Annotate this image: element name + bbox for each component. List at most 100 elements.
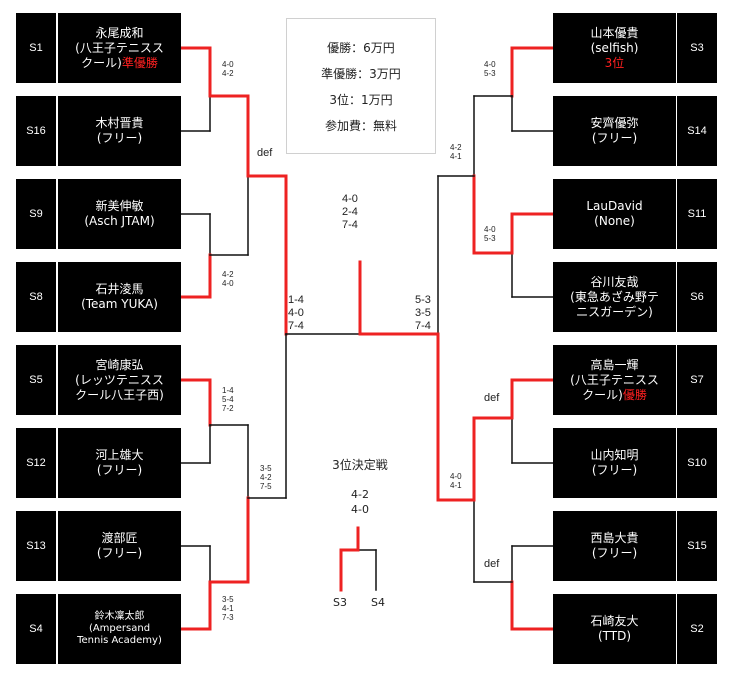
score-line: 3-5 [260, 464, 272, 473]
player-team: (フリー) [96, 131, 143, 145]
player-team: (フリー) [591, 546, 638, 560]
seed-label: S7 [677, 345, 717, 415]
match-score-def: def [257, 147, 273, 159]
seed-label: S13 [16, 511, 56, 581]
player-name: 山内知明 [590, 448, 639, 462]
player-team-tail: ニスガーデン) [576, 304, 653, 319]
score-line: 4-0 [288, 307, 304, 319]
player-team-tail: クール八王子西) [75, 387, 164, 402]
third-place-title: 3位決定戦 [332, 458, 388, 472]
third-place-scores: 4-2 4-0 [340, 487, 380, 517]
score-line: 4-0 [484, 225, 496, 234]
player-team: (八王子テニスス [570, 372, 659, 387]
seed-label: S11 [677, 179, 717, 249]
score-line: 7-4 [415, 320, 431, 332]
player-team-cont: Tennis Academy) [77, 635, 162, 647]
result-badge: 準優勝 [121, 55, 158, 70]
player-box: 渡部匠(フリー) [58, 511, 181, 581]
player-box: 西島大貴(フリー) [553, 511, 676, 581]
seed-label: S3 [677, 13, 717, 83]
player-box: 山内知明(フリー) [553, 428, 676, 498]
player-name: 河上雄大 [95, 448, 144, 462]
player-box: 石崎友大(TTD) [553, 594, 676, 664]
result-badge: 優勝 [622, 387, 647, 402]
player-team: (selfish) [590, 40, 639, 55]
player-team: (Team YUKA) [81, 297, 158, 311]
player-team-cont: クール)準優勝 [81, 56, 158, 71]
player-box: 高島一輝(八王子テニススクール)優勝 [553, 345, 676, 415]
player-team: (TTD) [597, 629, 632, 643]
player-team: (フリー) [591, 463, 638, 477]
seed-label: S4 [16, 594, 56, 664]
match-score-def: def [484, 392, 500, 404]
score-line: 5-3 [484, 69, 496, 78]
player-name: 鈴木凜太郎 [94, 611, 145, 622]
score-line: 4-0 [222, 279, 234, 288]
seed-label: S12 [16, 428, 56, 498]
seed-label: S5 [16, 345, 56, 415]
score-line: 4-0 [484, 60, 496, 69]
player-team-cont: クール)優勝 [582, 388, 647, 403]
score-line: 4-0 [342, 193, 358, 205]
prize-third: 3位：1万円 [329, 92, 393, 107]
player-team: (None) [594, 214, 635, 228]
player-box: 木村晋貴(フリー) [58, 96, 181, 166]
player-box: 谷川友哉(東急あざみ野テニスガーデン) [553, 262, 676, 332]
result-badge: 3位 [604, 55, 625, 70]
seed-label: S15 [677, 511, 717, 581]
score-line: 4-1 [222, 604, 234, 613]
score-line: 5-3 [484, 234, 496, 243]
player-team: (Asch JTAM) [84, 214, 155, 228]
player-name: 高島一輝 [590, 357, 639, 372]
player-name: 木村晋貴 [95, 116, 144, 130]
seed-label: S16 [16, 96, 56, 166]
match-score-def: def [484, 558, 500, 570]
player-box: 安齊優弥(フリー) [553, 96, 676, 166]
score-line: 4-2 [222, 69, 234, 78]
player-team-tail: クール) [582, 387, 623, 402]
score-line: 1-4 [288, 294, 304, 306]
player-team: (八王子テニスス [75, 40, 164, 55]
player-box: 永尾成和(八王子テニススクール)準優勝 [58, 13, 181, 83]
seed-label: S14 [677, 96, 717, 166]
seed-label: S2 [677, 594, 717, 664]
player-name: LauDavid [586, 199, 643, 213]
score-line: 3-5 [415, 307, 431, 319]
score-line: 2-4 [342, 206, 358, 218]
score-line: 7-2 [222, 404, 234, 413]
player-team: (Ampersand [88, 623, 151, 634]
entry-fee: 参加費：無料 [324, 118, 397, 133]
player-box: 河上雄大(フリー) [58, 428, 181, 498]
player-team: (フリー) [96, 546, 143, 560]
player-team-cont: ニスガーデン) [576, 305, 653, 320]
player-team: (東急あざみ野テ [570, 289, 659, 304]
seed-label: S6 [677, 262, 717, 332]
player-name: 石崎友大 [590, 614, 639, 628]
third-place-left-label: S3 [333, 596, 347, 609]
score-line: 1-4 [222, 386, 234, 395]
score-line: 4-2 [222, 270, 234, 279]
player-box: 山本優貴(selfish)3位 [553, 13, 676, 83]
seed-label: S1 [16, 13, 56, 83]
player-name: 永尾成和 [95, 25, 144, 40]
player-name: 石井淩馬 [95, 282, 144, 296]
player-box: 新美伸敏(Asch JTAM) [58, 179, 181, 249]
score-line: 4-1 [450, 481, 462, 490]
prize-second: 準優勝：3万円 [321, 66, 401, 81]
score-line: 4-2 [450, 143, 462, 152]
player-box: 石井淩馬(Team YUKA) [58, 262, 181, 332]
seed-label: S8 [16, 262, 56, 332]
score-line: 4-2 [260, 473, 272, 482]
player-name: 山本優貴 [590, 25, 639, 40]
score-line: 4-0 [222, 60, 234, 69]
